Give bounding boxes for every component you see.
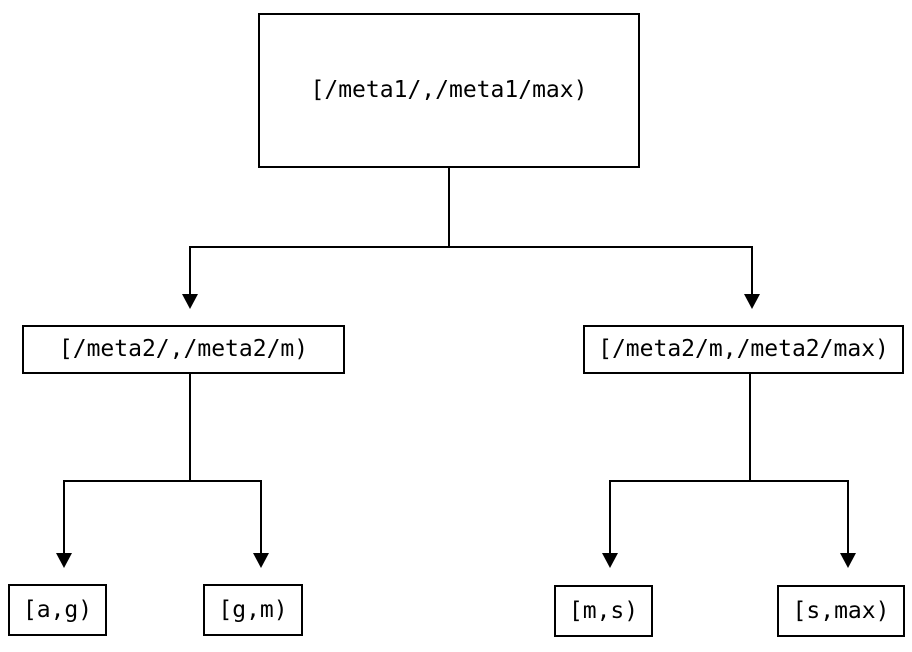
edge-right-smax bbox=[749, 374, 849, 553]
tree-node-leaf-ms-label: [m,s) bbox=[568, 597, 639, 624]
tree-node-meta2-right-label: [/meta2/m,/meta2/max) bbox=[598, 336, 889, 362]
arrowhead-root-right bbox=[744, 294, 760, 309]
tree-node-leaf-gm-label: [g,m) bbox=[218, 596, 288, 623]
tree-node-leaf-smax-label: [s,max) bbox=[792, 597, 890, 624]
edge-left-gm bbox=[189, 374, 262, 553]
edge-root-right bbox=[448, 168, 753, 294]
arrowhead-left-ag bbox=[56, 553, 72, 568]
edge-left-ag bbox=[63, 374, 191, 553]
tree-node-leaf-ag: [a,g) bbox=[8, 584, 107, 636]
tree-node-meta2-right: [/meta2/m,/meta2/max) bbox=[583, 325, 904, 374]
edge-root-left bbox=[189, 168, 450, 294]
arrowhead-right-smax bbox=[840, 553, 856, 568]
tree-node-leaf-ms: [m,s) bbox=[554, 585, 653, 637]
tree-node-leaf-ag-label: [a,g) bbox=[22, 596, 93, 623]
tree-node-leaf-smax: [s,max) bbox=[777, 585, 905, 637]
tree-node-root: [/meta1/,/meta1/max) bbox=[258, 13, 640, 168]
tree-node-meta2-left: [/meta2/,/meta2/m) bbox=[22, 325, 345, 374]
tree-node-leaf-gm: [g,m) bbox=[203, 584, 303, 636]
arrowhead-right-ms bbox=[602, 553, 618, 568]
edge-right-ms bbox=[609, 374, 751, 553]
arrowhead-left-gm bbox=[253, 553, 269, 568]
arrowhead-root-left bbox=[182, 294, 198, 309]
tree-node-root-label: [/meta1/,/meta1/max) bbox=[310, 77, 588, 103]
tree-node-meta2-left-label: [/meta2/,/meta2/m) bbox=[58, 336, 309, 362]
